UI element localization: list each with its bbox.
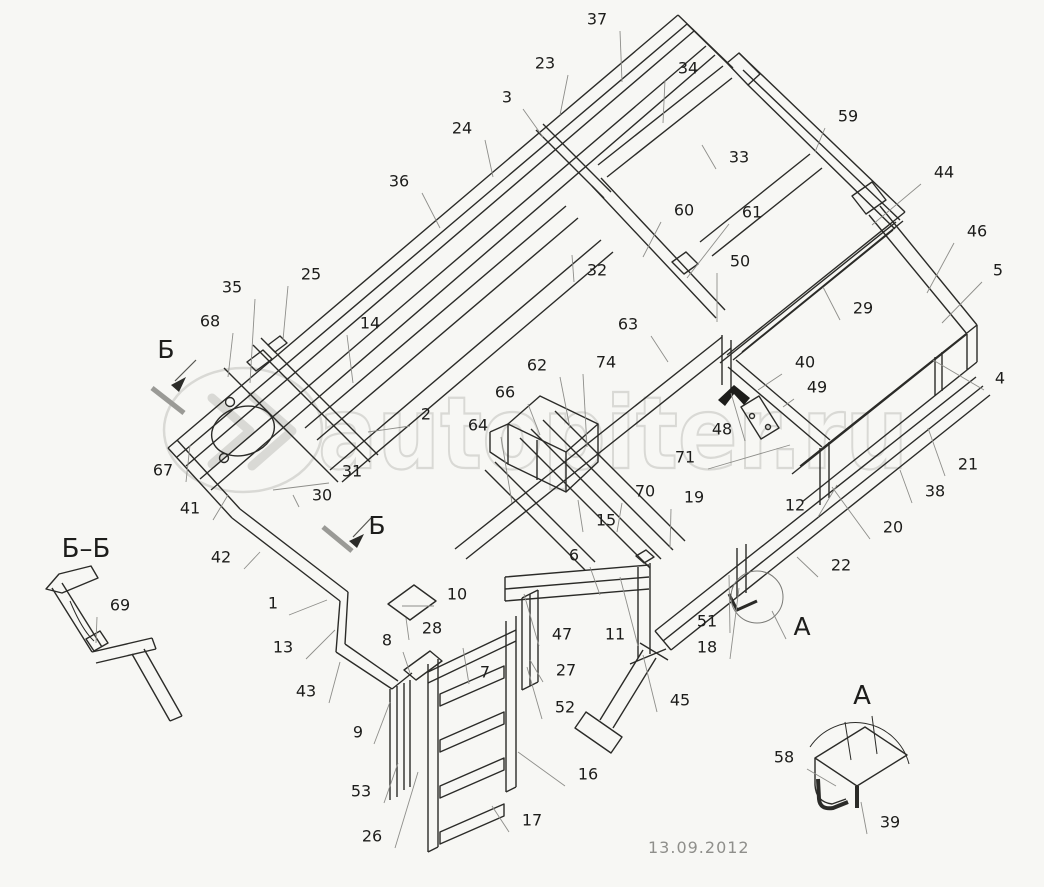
date-stamp: 13.09.2012 [648, 838, 750, 857]
leader-line-70 [616, 502, 623, 533]
leader-line-17 [491, 805, 510, 833]
leader-line-47 [523, 593, 540, 647]
leader-line-58 [806, 768, 837, 787]
leader-line-36 [421, 192, 441, 229]
leader-line-64 [500, 436, 513, 504]
leader-line-7 [462, 647, 470, 685]
leader-line-71 [707, 444, 791, 470]
leader-line-11 [619, 576, 639, 647]
leader-line-31 [272, 482, 330, 491]
leader-line-26 [394, 771, 419, 849]
leader-line-14 [346, 334, 354, 384]
leader-line-60 [642, 221, 662, 258]
leader-line-18 [729, 587, 740, 660]
leader-line-66 [527, 403, 541, 436]
leader-line-5 [941, 281, 983, 324]
leader-line-43 [328, 661, 341, 704]
leader-line-8 [402, 651, 411, 674]
leader-line-53 [383, 762, 399, 804]
leader-line-51 [728, 574, 731, 634]
leader-line-30 [292, 494, 300, 508]
leader-line-62 [559, 376, 571, 429]
leader-line-68 [227, 332, 234, 378]
leader-line-19 [669, 508, 672, 549]
leader-line-2 [367, 425, 411, 433]
leader-line-6 [589, 566, 601, 596]
frame-linework [45, 14, 991, 853]
section-cut-marks [150, 359, 373, 553]
leader-line-63 [650, 335, 669, 363]
leader-line-29 [822, 286, 841, 321]
detail-a-callout-circle [730, 570, 784, 624]
leader-line-21 [927, 427, 946, 477]
leader-line-20 [831, 486, 871, 540]
leader-line-40 [757, 373, 783, 391]
leader-line-69 [95, 616, 98, 644]
leader-line-16 [517, 751, 566, 787]
leader-line-4 [932, 359, 985, 391]
leader-line-74 [582, 373, 588, 448]
leader-line-45 [642, 654, 658, 713]
leader-line-39 [860, 801, 868, 835]
leader-line-28 [405, 617, 410, 641]
leader-line-59 [814, 127, 826, 153]
leader-line-42 [243, 551, 261, 570]
leader-line-15 [577, 499, 584, 533]
leader-line-32 [571, 254, 575, 283]
leader-line-48 [730, 392, 746, 442]
watermark-text: autopiter.ru [318, 375, 908, 492]
leader-line-41 [212, 494, 229, 521]
leader-line-61 [686, 223, 730, 279]
leader-line-24 [484, 139, 494, 178]
leader-line-27 [529, 659, 544, 683]
leader-line-A [771, 610, 787, 640]
leader-line-22 [796, 556, 819, 578]
seal-piece-48 [718, 385, 750, 406]
leader-line-23 [559, 74, 569, 116]
leader-line-3 [522, 108, 544, 138]
leader-line-49 [782, 398, 795, 408]
leader-line-52 [526, 666, 543, 720]
leader-line-37 [619, 30, 623, 83]
leader-line-25 [282, 285, 289, 341]
leader-line-34 [662, 79, 666, 124]
leader-line-9 [373, 701, 391, 745]
leader-line-1 [288, 599, 328, 616]
leader-line-67 [185, 444, 191, 483]
leader-line-33 [701, 144, 717, 170]
leader-line-46 [926, 242, 955, 294]
leader-line-35 [249, 298, 256, 384]
leader-line-44 [871, 183, 922, 226]
leader-line-13 [305, 629, 336, 660]
leader-lines [95, 30, 985, 849]
leader-line-12 [817, 484, 838, 518]
leader-line-38 [899, 469, 913, 504]
